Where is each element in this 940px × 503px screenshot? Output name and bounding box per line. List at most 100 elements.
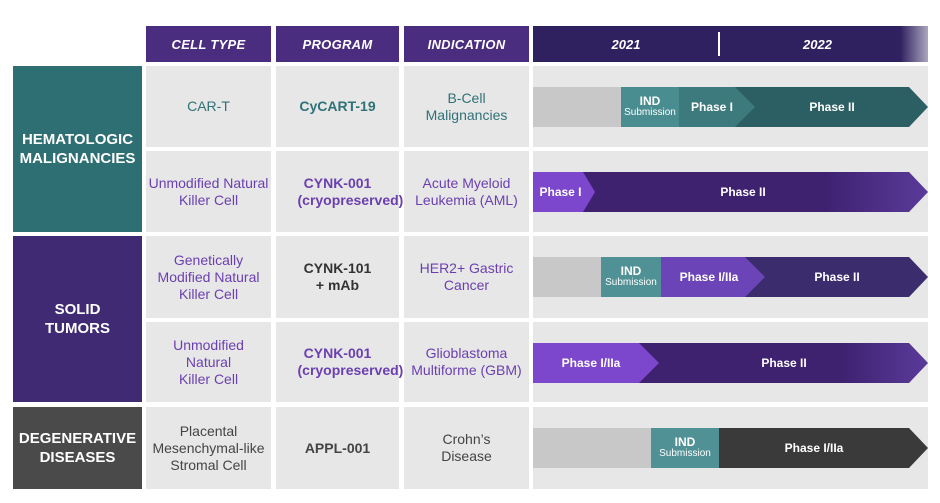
category-solid-tumors-label: SOLID TUMORS [45, 301, 110, 337]
row5-indication-text: Crohn’s Disease [441, 431, 492, 464]
row1-program: CyCART-19 [276, 66, 399, 147]
row3-program: CYNK-101 + mAb [276, 236, 399, 318]
row2-cell-type: Unmodified Natural Killer Cell [146, 151, 271, 232]
row2-indication: Acute Myeloid Leukemia (AML) [404, 151, 529, 232]
row4-bar-phase1 [533, 343, 659, 383]
row3-ind-label: IND [620, 264, 642, 278]
row3-program-text: CYNK-101 + mAb [303, 260, 372, 293]
category-hematologic-label: HEMATOLOGIC MALIGNANCIES [19, 131, 136, 167]
row5-ind-sub: Submission [659, 448, 711, 459]
row5-phase-1-label: Phase I/IIa [784, 441, 844, 455]
row2-cell-type-text: Unmodified Natural Killer Cell [148, 174, 269, 208]
row1-program-text: CyCART-19 [299, 98, 376, 114]
row1-ind-label: IND [639, 94, 661, 108]
row4-phase-1: Phase I/IIa [533, 343, 649, 383]
row1-bar-ind [621, 87, 679, 127]
row2-bar-phase1 [533, 172, 595, 212]
row4-cell-type: Unmodified Natural Killer Cell [146, 322, 271, 402]
row2-timeline: Phase I Phase II [533, 151, 928, 232]
row1-cell-type: CAR-T [146, 66, 271, 147]
row4-indication: Glioblastoma Multiforme (GBM) [404, 322, 529, 402]
row3-phase-bar [533, 257, 928, 297]
row1-phase-2: Phase II [755, 87, 909, 127]
row3-bar-pending [533, 257, 601, 297]
header-cell-type-label: CELL TYPE [171, 36, 246, 52]
row3-indication-text: HER2+ Gastric Cancer [419, 260, 514, 293]
header-indication-label: INDICATION [427, 36, 506, 52]
row2-indication-text: Acute Myeloid Leukemia (AML) [415, 174, 518, 208]
row4-phase-2-label: Phase II [761, 356, 807, 370]
row1-phase-1: Phase I [679, 87, 745, 127]
row2-program: CYNK-001 (cryopreserved) [276, 151, 404, 232]
row3-cell-type-text: Genetically Modified Natural Killer Cell [157, 251, 260, 302]
row5-phase-bar [533, 428, 928, 468]
row4-bar-phase2 [638, 343, 928, 383]
row5-cell-type: Placental Mesenchymal-like Stromal Cell [146, 407, 271, 489]
row4-timeline: Phase I/IIa Phase II [533, 322, 928, 402]
row1-phase-1-label: Phase I [690, 100, 734, 114]
category-degenerative: DEGENERATIVE DISEASES [13, 407, 142, 489]
row2-phase-2-label: Phase II [720, 185, 766, 199]
header-year-2021: 2021 [533, 26, 719, 62]
row4-phase-1-label: Phase I/IIa [561, 356, 621, 370]
row1-ind-sub: Submission [624, 107, 676, 118]
row4-program: CYNK-001 (cryopreserved) [276, 322, 404, 402]
row4-program-text: CYNK-001 (cryopreserved) [297, 345, 404, 378]
row1-indication-text: B-Cell Malignancies [425, 89, 508, 123]
row1-phase-2-label: Phase II [809, 100, 855, 114]
header-year-2022-label: 2022 [803, 36, 832, 52]
header-timeline: 2021 2022 [533, 26, 928, 62]
row3-phase-2: Phase II [765, 257, 909, 297]
row2-phase-1: Phase I [533, 172, 588, 212]
row5-ind-label: IND [674, 435, 696, 449]
header-program-label: PROGRAM [302, 36, 373, 52]
row2-bar-phase2 [583, 172, 928, 212]
row4-indication-text: Glioblastoma Multiforme (GBM) [411, 345, 522, 378]
row3-phase-1-label: Phase I/IIa [679, 270, 739, 284]
header-year-2022: 2022 [720, 26, 915, 62]
row1-bar-pending [533, 87, 621, 127]
row3-ind-sub: Submission [605, 277, 657, 288]
row3-bar-ind [601, 257, 661, 297]
category-hematologic: HEMATOLOGIC MALIGNANCIES [13, 66, 142, 232]
row1-cell-type-text: CAR-T [187, 98, 230, 114]
row4-phase-bar [533, 343, 928, 383]
header-year-2021-label: 2021 [611, 36, 641, 52]
row5-program: APPL-001 [276, 407, 399, 489]
row5-program-text: APPL-001 [304, 439, 371, 456]
row5-cell-type-text: Placental Mesenchymal-like Stromal Cell [152, 422, 265, 473]
row5-bar-pending [533, 428, 651, 468]
row1-phase-bar [533, 87, 928, 127]
row3-cell-type: Genetically Modified Natural Killer Cell [146, 236, 271, 318]
header-indication: INDICATION [404, 26, 529, 62]
row2-phase-1-label: Phase I [539, 185, 582, 199]
header-cell-type: CELL TYPE [146, 26, 271, 62]
category-solid-tumors: SOLID TUMORS [13, 236, 142, 402]
row1-bar-phase1 [678, 87, 755, 127]
row3-bar-phase2 [743, 257, 928, 297]
row2-phase-2: Phase II [595, 172, 891, 212]
row5-indication: Crohn’s Disease [404, 407, 529, 489]
row1-bar-phase2 [733, 87, 928, 127]
row3-indication: HER2+ Gastric Cancer [404, 236, 529, 318]
row5-bar-phase1 [719, 428, 928, 468]
row3-phase-1: Phase I/IIa [661, 257, 757, 297]
row3-phase-2-label: Phase II [814, 270, 860, 284]
row3-bar-phase1 [660, 257, 765, 297]
row2-phase-bar [533, 172, 928, 212]
row5-bar-ind [651, 428, 719, 468]
row5-phase-1: Phase I/IIa [729, 428, 899, 468]
header-year-divider [718, 32, 720, 56]
row4-phase-2: Phase II [659, 343, 909, 383]
category-degenerative-label: DEGENERATIVE DISEASES [18, 430, 137, 466]
row2-program-text: CYNK-001 (cryopreserved) [297, 174, 404, 208]
row4-cell-type-text: Unmodified Natural Killer Cell [173, 336, 244, 387]
row1-indication: B-Cell Malignancies [404, 66, 529, 147]
header-program: PROGRAM [276, 26, 399, 62]
